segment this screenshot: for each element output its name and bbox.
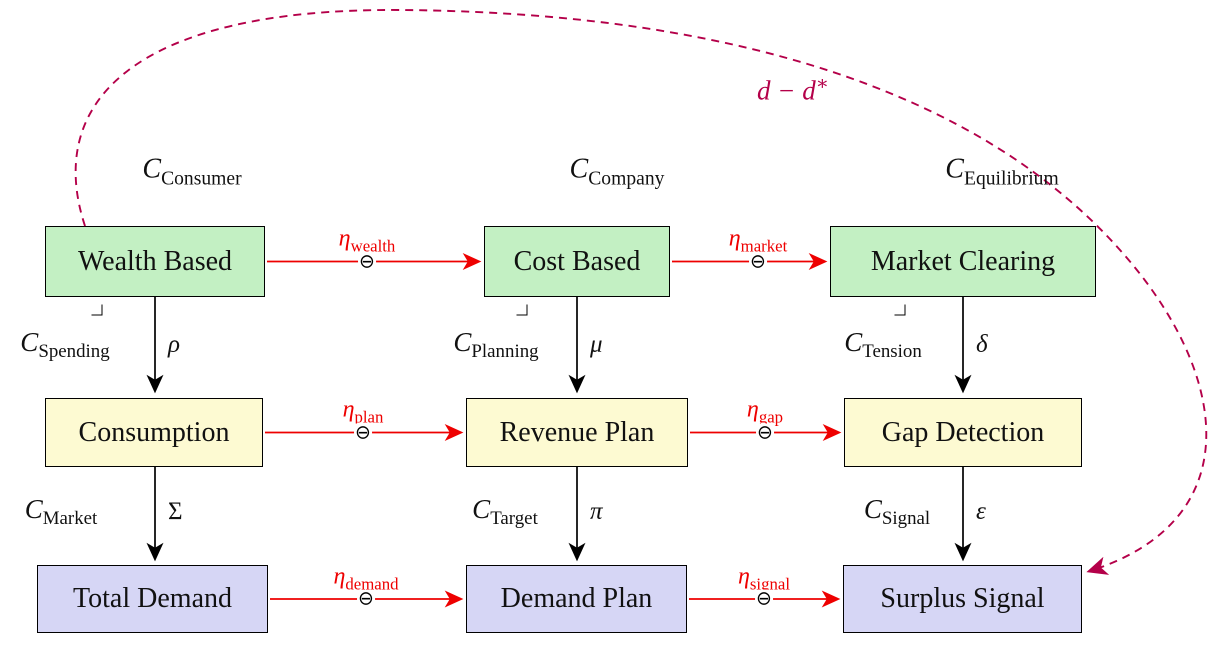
eta-subscript: demand	[345, 574, 399, 594]
node-label: Revenue Plan	[499, 416, 655, 448]
node-total-demand: Total Demand	[37, 565, 268, 633]
node-revenue-plan: Revenue Plan	[466, 398, 688, 467]
node-label: Total Demand	[73, 583, 232, 614]
node-label: Demand Plan	[500, 583, 653, 614]
node-cost-based: Cost Based	[484, 226, 670, 297]
ominus-icon: ⊖	[357, 587, 375, 610]
label-d-minus-d-star: d − d∗	[757, 73, 829, 106]
pullback-corner-icon	[91, 304, 103, 316]
pullback-corner-icon	[894, 304, 906, 316]
eta-symbol: η	[738, 563, 750, 590]
category-subscript: Planning	[471, 341, 539, 363]
eta-symbol: η	[728, 225, 741, 252]
category-letter: C	[142, 153, 162, 185]
label-mu: μ	[590, 331, 603, 358]
node-consumption: Consumption	[45, 398, 263, 467]
category-letter: C	[20, 326, 39, 357]
label-rho: ρ	[168, 331, 180, 358]
ominus-icon: ⊖	[756, 421, 774, 444]
label-pi: π	[590, 498, 603, 525]
node-gap-detection: Gap Detection	[844, 398, 1082, 467]
category-market: CMarket	[25, 494, 98, 530]
category-signal: CSignal	[864, 494, 930, 530]
ominus-icon: ⊖	[354, 421, 372, 444]
category-subscript: Company	[588, 168, 665, 190]
node-surplus-signal: Surplus Signal	[843, 565, 1082, 633]
category-letter: C	[945, 153, 964, 185]
category-subscript: Signal	[881, 508, 931, 530]
label-eta-signal: ηsignal	[738, 564, 790, 595]
ominus-icon: ⊖	[358, 250, 376, 273]
category-tension: CTension	[844, 327, 922, 363]
category-letter: C	[844, 326, 863, 357]
label-sigma: Σ	[168, 498, 183, 525]
label-epsilon: ε	[976, 498, 986, 525]
label-delta: δ	[976, 331, 988, 358]
node-wealth-based: Wealth Based	[45, 226, 265, 297]
category-letter: C	[24, 493, 43, 524]
node-market-clearing: Market Clearing	[830, 226, 1096, 297]
category-company: CCompany	[570, 154, 665, 191]
category-spending: CSpending	[20, 327, 109, 363]
category-letter: C	[863, 493, 882, 524]
category-subscript: Equilibrium	[963, 168, 1059, 190]
category-subscript: Spending	[38, 341, 110, 363]
label-eta-demand: ηdemand	[333, 564, 398, 595]
category-subscript: Consumer	[161, 168, 242, 190]
node-label: Consumption	[78, 416, 230, 448]
eta-symbol: η	[342, 396, 355, 423]
category-subscript: Target	[490, 508, 538, 530]
eta-symbol: η	[746, 396, 759, 423]
category-equilibrium: CEquilibrium	[945, 154, 1058, 191]
category-consumer: CConsumer	[142, 154, 241, 191]
node-label: Gap Detection	[881, 416, 1045, 448]
ominus-icon: ⊖	[749, 250, 767, 273]
node-label: Market Clearing	[870, 245, 1056, 277]
category-letter: C	[472, 493, 491, 524]
category-target: CTarget	[472, 494, 538, 530]
category-planning: CPlanning	[453, 327, 538, 363]
category-subscript: Market	[42, 508, 98, 530]
ominus-icon: ⊖	[755, 587, 773, 610]
eta-symbol: η	[333, 563, 346, 590]
eta-subscript: signal	[749, 574, 790, 594]
eta-symbol: η	[338, 225, 351, 252]
category-letter: C	[453, 326, 472, 357]
category-subscript: Tension	[862, 341, 922, 363]
category-letter: C	[569, 153, 589, 185]
node-label: Wealth Based	[77, 245, 233, 277]
pullback-corner-icon	[516, 304, 528, 316]
node-label: Cost Based	[513, 245, 641, 277]
node-demand-plan: Demand Plan	[466, 565, 687, 633]
node-label: Surplus Signal	[880, 583, 1045, 614]
